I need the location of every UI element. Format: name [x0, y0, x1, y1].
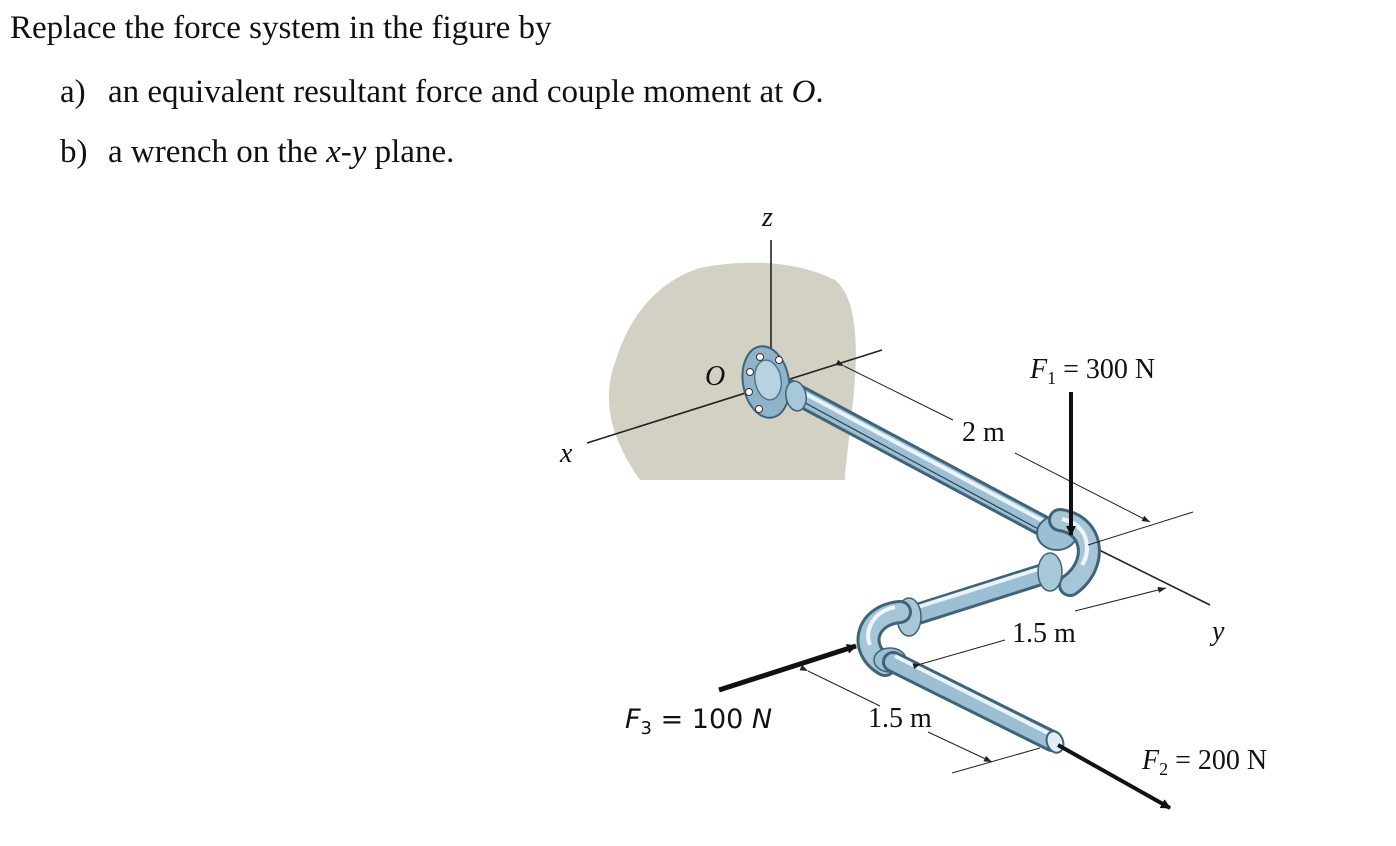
y-axis-line — [1084, 542, 1211, 606]
force-arrow-f2 — [1057, 743, 1171, 810]
dimension-1.5m-y — [912, 587, 1167, 670]
problem-item-a: a) an equivalent resultant force and coup… — [60, 76, 824, 109]
problem-intro: Replace the force system in the figure b… — [10, 10, 552, 46]
x-axis-line — [586, 349, 883, 444]
z-axis-label: z — [761, 202, 773, 233]
wall-surface — [608, 262, 856, 480]
y-axis-label: y — [1209, 616, 1225, 647]
dimension-label-2m: 2 m — [962, 417, 1005, 448]
item-a-end: . — [815, 74, 824, 110]
dimension-label-1.5m-x: 1.5 m — [868, 703, 932, 734]
flange-at-origin — [741, 345, 791, 419]
x-axis-label: x — [559, 438, 573, 469]
origin-label: O — [705, 361, 725, 392]
force-label-f1: F1 = 300 N — [1029, 354, 1155, 388]
dimension-1.5m-x — [799, 664, 1041, 774]
dimension-2m — [835, 359, 1194, 546]
item-a-text: an equivalent resultant force and couple… — [108, 74, 792, 110]
dimension-label-1.5m-y: 1.5 m — [1012, 618, 1076, 649]
item-b-letter: b) — [60, 134, 88, 170]
pipe-segment-3 — [882, 651, 1065, 754]
item-a-var: O — [791, 74, 816, 110]
problem-item-b: b) a wrench on the x-y plane. — [60, 136, 454, 169]
item-b-text: a wrench on the — [108, 134, 327, 170]
force-label-f2: F2 = 200 N — [1141, 745, 1267, 779]
item-b-end: plane. — [366, 134, 455, 170]
item-b-var: x-y — [326, 134, 367, 170]
pipe-coupling-1 — [785, 380, 807, 412]
force-arrow-f3 — [718, 643, 857, 693]
item-a-letter: a) — [60, 74, 86, 110]
pipe-segment-2 — [896, 552, 1063, 637]
pipe-segment-1 — [759, 369, 1071, 546]
force-label-f3: F3 = 100 N — [625, 704, 772, 739]
